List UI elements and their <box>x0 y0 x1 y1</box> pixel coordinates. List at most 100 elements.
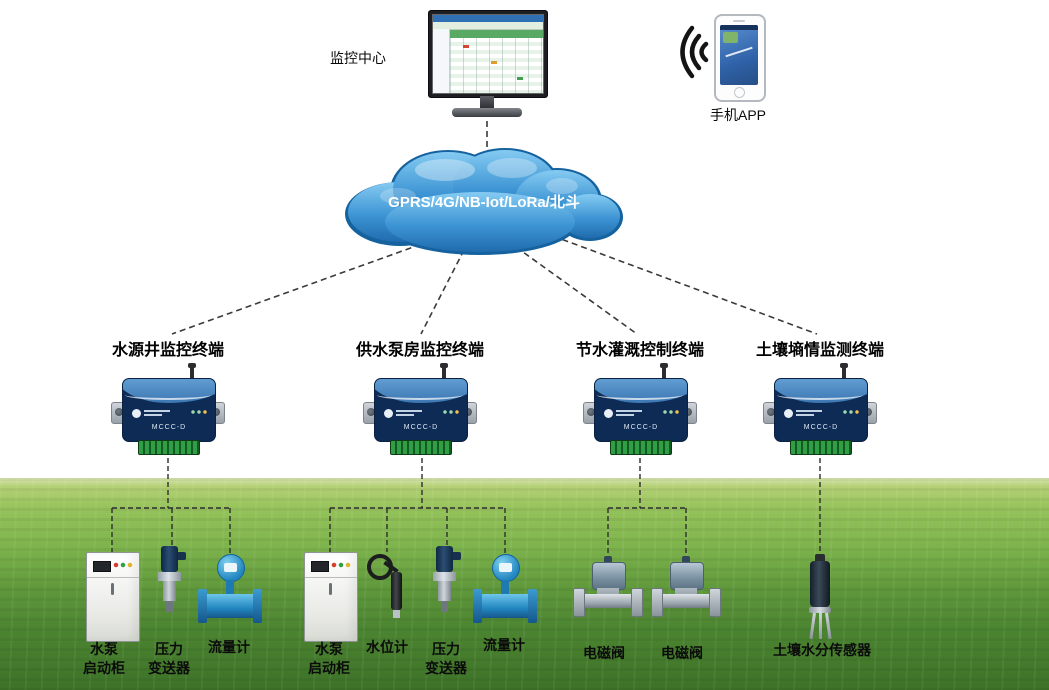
cabinet-display <box>93 561 111 572</box>
screen-status-mark <box>463 45 469 48</box>
valve-flange <box>651 588 663 617</box>
pressure-transmitter <box>157 546 187 616</box>
terminal-block <box>138 440 200 455</box>
cloud-label: GPRS/4G/NB-Iot/LoRa/北斗 <box>388 194 580 211</box>
monitor-screen <box>432 14 544 94</box>
device-body: MCCC-D <box>774 378 868 442</box>
device-body: MCCC-D <box>594 378 688 442</box>
valve-pipe <box>653 594 719 608</box>
flow-meter-flange <box>198 589 207 623</box>
status-leds <box>843 410 860 414</box>
status-leds <box>191 410 208 414</box>
sensor-prong <box>819 613 822 639</box>
wifi-arc-small <box>699 41 709 63</box>
brand-text-decor <box>396 410 426 417</box>
equipment-label: 流量计 <box>208 639 250 655</box>
antenna-icon <box>660 363 668 380</box>
monitor-center-label: 监控中心 <box>330 50 386 66</box>
wifi-arc-large <box>680 25 695 79</box>
water-level-gauge <box>365 552 409 626</box>
status-leds <box>443 410 460 414</box>
terminal-device-3: MCCC-D <box>583 363 697 458</box>
transmitter-stem <box>438 581 451 601</box>
terminal-label-1: 水源井监控终端 <box>111 342 224 359</box>
phone-status-bar <box>720 25 758 30</box>
valve-pipe <box>575 594 641 608</box>
screen-toolbar <box>433 22 543 30</box>
line-cloud-terminal-3 <box>515 246 638 335</box>
phone-home-button <box>734 87 745 98</box>
terminal-label-3: 节水灌溉控制终端 <box>575 342 704 359</box>
screen-title-bar <box>433 15 543 22</box>
transmitter-tip <box>441 601 448 612</box>
equipment-label: 电磁阀 <box>661 645 703 661</box>
screen-side-panel <box>433 29 450 93</box>
line-cloud-terminal-4 <box>552 235 818 335</box>
device-wave-decor <box>123 379 215 403</box>
device-model-label: MCCC-D <box>803 424 839 431</box>
transmitter-hex-nut <box>433 572 456 581</box>
flow-meter-neck <box>226 580 234 595</box>
valve-flange <box>709 588 721 617</box>
device-body: MCCC-D <box>374 378 468 442</box>
brand-logo-icon <box>384 409 393 418</box>
terminal-block <box>790 440 852 455</box>
cabinet-handle <box>111 583 114 595</box>
transmitter-head <box>161 546 178 572</box>
valve-knob <box>682 556 690 563</box>
brand-logo-icon <box>604 409 613 418</box>
equipment-label: 土壤水分传感器 <box>773 642 871 658</box>
valve-flange <box>573 588 585 617</box>
valve-actuator <box>592 562 626 590</box>
pressure-transmitter <box>432 546 462 616</box>
flow-meter-neck <box>501 580 509 595</box>
status-leds <box>663 410 680 414</box>
device-model-label: MCCC-D <box>623 424 659 431</box>
phone-app-label: 手机APP <box>709 107 766 123</box>
pump-starter-cabinet <box>86 552 140 642</box>
flow-meter-display <box>217 554 245 582</box>
equipment-label: 水位计 <box>366 639 408 655</box>
transmitter-plug <box>177 552 186 560</box>
equipment-label: 水泵 启动柜 <box>83 641 125 676</box>
terminal-block <box>610 440 672 455</box>
sensor-body <box>810 561 830 607</box>
equipment-label: 水泵 启动柜 <box>308 641 350 676</box>
monitor-stand-base <box>452 108 522 117</box>
terminal-device-1: MCCC-D <box>111 363 225 458</box>
transmitter-plug <box>452 552 461 560</box>
device-model-label: MCCC-D <box>403 424 439 431</box>
pump-starter-cabinet <box>304 552 358 642</box>
cabinet-handle <box>329 583 332 595</box>
sensor-prong <box>809 612 816 639</box>
flow-meter-display <box>492 554 520 582</box>
flow-meter-screen <box>224 563 237 572</box>
wifi-signal-icon <box>680 25 709 79</box>
line-cloud-terminal-2 <box>420 249 465 335</box>
transmitter-tip <box>166 601 173 612</box>
flow-meter-pipe <box>477 594 533 618</box>
device-model-label: MCCC-D <box>151 424 187 431</box>
cabinet-door-seam <box>305 577 357 578</box>
equipment-label: 压力 变送器 <box>425 641 467 676</box>
line-cloud-terminal-1 <box>171 240 431 335</box>
device-wave-decor <box>375 379 467 403</box>
screen-status-mark <box>517 77 523 80</box>
lines-group-2 <box>329 458 506 556</box>
cabinet-indicator-lights <box>331 562 352 568</box>
flow-meter-pipe <box>202 594 258 618</box>
valve-knob <box>604 556 612 563</box>
sensor-cable-gland <box>815 554 825 561</box>
screen-status-mark <box>491 61 497 64</box>
antenna-icon <box>188 363 196 380</box>
device-wave-decor <box>595 379 687 403</box>
terminal-device-4: MCCC-D <box>763 363 877 458</box>
brand-text-decor <box>144 410 174 417</box>
terminal-device-2: MCCC-D <box>363 363 477 458</box>
flow-meter <box>473 554 537 640</box>
flow-meter-screen <box>499 563 512 572</box>
sensor-prong <box>825 612 832 639</box>
transmitter-hex-nut <box>158 572 181 581</box>
terminal-block <box>390 440 452 455</box>
